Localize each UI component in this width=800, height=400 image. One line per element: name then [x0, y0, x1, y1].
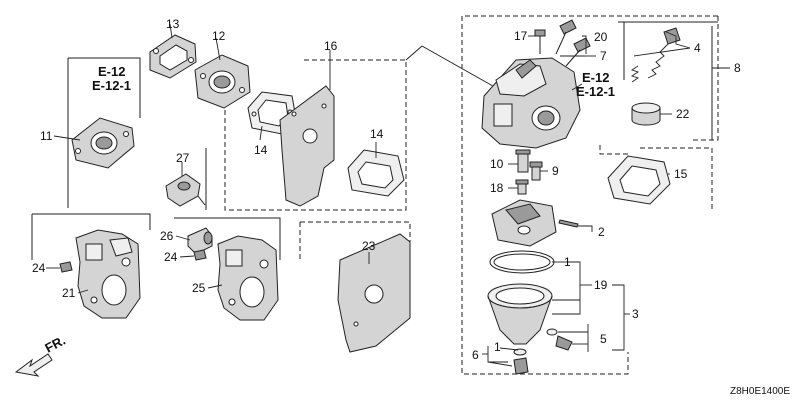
- callout-22: 22: [676, 107, 690, 121]
- callout-27: 27: [176, 151, 190, 165]
- ref-e12-1-right: E-12-1: [576, 84, 615, 99]
- insulator-group-frame: [224, 59, 407, 211]
- plate-23: [337, 233, 411, 353]
- callout-25: 25: [192, 281, 206, 295]
- insulator-12: [194, 54, 251, 109]
- gasket-14b: [347, 149, 405, 197]
- plate-24a: [59, 261, 73, 273]
- heat-shield-16: [279, 85, 335, 207]
- callout-26: 26: [160, 229, 174, 243]
- callout-14a: 14: [254, 143, 268, 157]
- drawing-code: Z8H0E1400E: [730, 386, 790, 397]
- callout-19: 19: [594, 278, 608, 292]
- callout-18: 18: [490, 181, 504, 195]
- gasket-13: [149, 34, 197, 79]
- callout-3: 3: [632, 307, 639, 321]
- callout-16: 16: [324, 39, 338, 53]
- callout-7: 7: [600, 49, 607, 63]
- callout-6: 6: [472, 348, 479, 362]
- plate-24b: [193, 249, 207, 261]
- jets-10-9-18: [515, 149, 543, 195]
- callout-5: 5: [600, 332, 607, 346]
- callout-21: 21: [62, 286, 76, 300]
- float-bowl-19: [487, 283, 553, 345]
- insulator-11: [71, 117, 135, 169]
- reference-labels: E-12 E-12-1 E-12 E-12-1: [92, 64, 615, 99]
- callout-24a: 24: [32, 261, 46, 275]
- front-marker-label: FR.: [42, 333, 68, 356]
- callout-numbers: 13 12 16 11 14 14 27 24 21 26 24 25 23 1…: [32, 17, 741, 362]
- callout-13: 13: [166, 17, 180, 31]
- callout-24b: 24: [164, 250, 178, 264]
- drain-parts: [513, 328, 573, 375]
- gasket-15: [607, 155, 671, 205]
- ring-1a: [489, 250, 555, 274]
- callout-15: 15: [674, 167, 688, 181]
- carburetor-assembly-frame: [461, 15, 718, 375]
- carburetor-body-21: [75, 229, 141, 319]
- jet-26: [187, 227, 213, 255]
- callout-20: 20: [594, 30, 608, 44]
- float-assembly: [491, 199, 579, 247]
- callout-9: 9: [552, 164, 559, 178]
- ref-e12-1-left: E-12-1: [92, 78, 131, 93]
- callout-1b: 1: [494, 340, 501, 354]
- callout-12: 12: [212, 29, 226, 43]
- carburetor-body-25: [217, 235, 279, 321]
- callout-17: 17: [514, 29, 528, 43]
- callout-2: 2: [598, 225, 605, 239]
- callout-4: 4: [694, 41, 701, 55]
- ref-e12-left: E-12: [98, 64, 125, 79]
- spacer-27: [165, 173, 206, 207]
- front-arrow: [14, 353, 53, 377]
- callout-10: 10: [490, 157, 504, 171]
- cap-22: [631, 102, 661, 126]
- callout-11: 11: [40, 129, 53, 143]
- ref-e12-right: E-12: [582, 70, 609, 85]
- callout-14b: 14: [370, 127, 384, 141]
- callout-8: 8: [734, 61, 741, 75]
- leader-lines: [46, 23, 730, 367]
- carburetor-assembly: [481, 19, 591, 149]
- callout-1a: 1: [564, 255, 571, 269]
- callout-23: 23: [362, 239, 376, 253]
